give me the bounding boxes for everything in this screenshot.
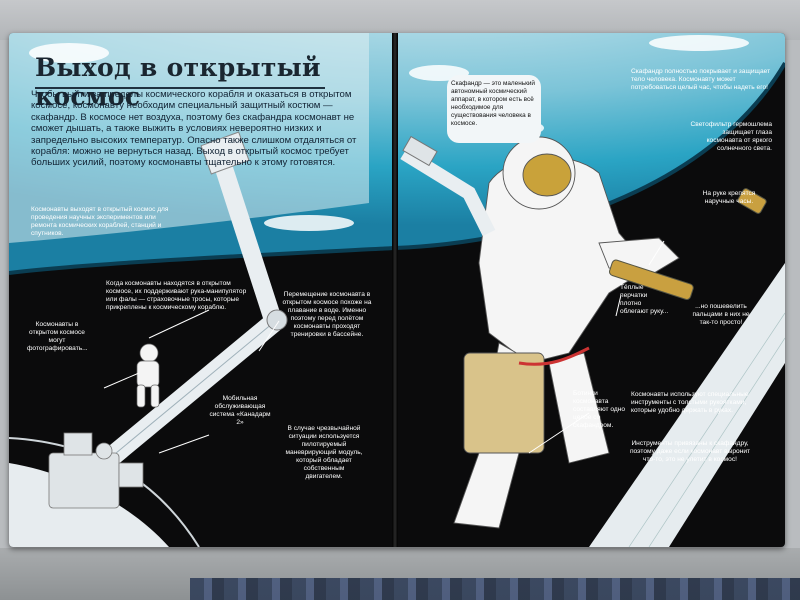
tether-note: Когда космонавты находятся в открытом ко… — [106, 280, 247, 311]
page-title: Выход в открытый космос — [35, 53, 321, 111]
photo-note: Космонавты в открытом космосе могут фото… — [27, 321, 88, 352]
title-underline — [35, 87, 325, 89]
tethered-tools-note: Инструменты привязаны к скафандру, поэто… — [629, 440, 751, 463]
tools-note: Космонавты используют специальные инстру… — [631, 391, 749, 414]
right-page: Скафандр — это маленький автономный косм… — [395, 33, 785, 547]
book-spine — [392, 33, 398, 547]
left-page: Выход в открытый космос Чтобы выйти за п… — [9, 33, 395, 547]
visor-note: Светофильтр гермошлема защищает глаза ко… — [690, 121, 772, 152]
fabric-edge — [190, 578, 800, 600]
spaceship-illustration — [48, 432, 144, 509]
purpose-note: Космонавты выходят в открытый космос для… — [31, 206, 169, 237]
watch-note: На руке крепятся наручные часы. — [702, 190, 756, 205]
float-note: Перемещение космонавта в открытом космос… — [282, 291, 372, 338]
boots-note: Ботинки космонавта составляют одно целое… — [573, 390, 626, 429]
suit-coverage-note: Скафандр полностью покрывает и защищает … — [631, 68, 771, 91]
open-book: Выход в открытый космос Чтобы выйти за п… — [9, 33, 785, 547]
small-astronaut-illustration — [136, 343, 160, 408]
canadarm-note: Мобильная обслуживающая система «Канадар… — [209, 395, 271, 426]
manipulator-tool-illustration — [609, 188, 767, 300]
gloves-note: Тёплые перчатки плотно облегают руку... — [620, 284, 669, 315]
spacesuit-note: Скафандр — это маленький автономный косм… — [451, 80, 536, 127]
suit-note-panel — [447, 75, 541, 143]
emergency-module-note: В случае чрезвычайной ситуации используе… — [285, 425, 363, 480]
astronaut-illustration — [453, 136, 680, 529]
robotic-arm-illustration — [97, 131, 288, 471]
fingers-note: ...но пошевелить пальцами в них не так-т… — [692, 303, 750, 326]
intro-paragraph: Чтобы выйти за пределы космического кора… — [31, 89, 357, 169]
